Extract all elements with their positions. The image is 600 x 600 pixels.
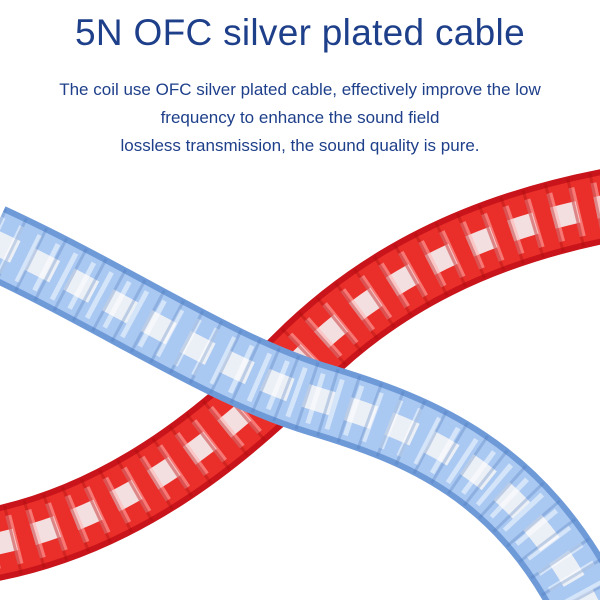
description-line: lossless transmission, the sound quality… — [120, 136, 480, 155]
description-line: frequency to enhance the sound field — [160, 108, 440, 127]
blue-cable — [0, 206, 600, 600]
page-title: 5N OFC silver plated cable — [75, 12, 525, 53]
product-description: The coil use OFC silver plated cable, ef… — [0, 76, 600, 160]
description-line: The coil use OFC silver plated cable, ef… — [59, 80, 541, 99]
